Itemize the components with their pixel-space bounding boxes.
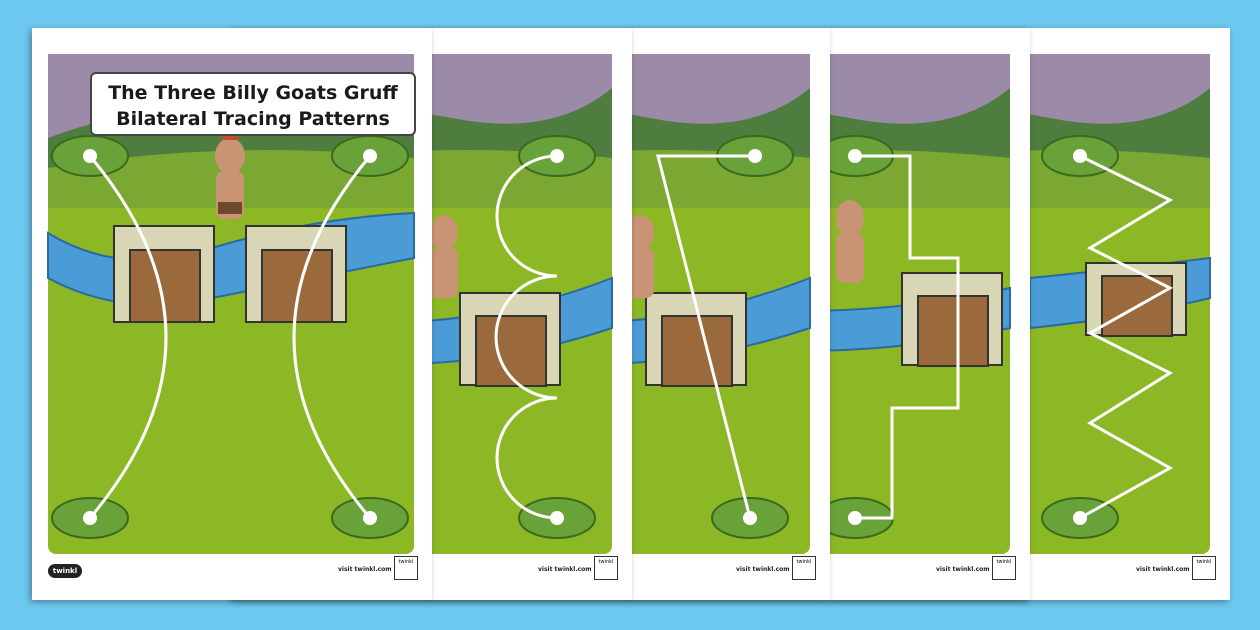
start-dot[interactable] <box>848 149 862 163</box>
footer-url[interactable]: visit twinkl.com <box>736 566 790 573</box>
badge-icon: twinkl <box>394 556 418 580</box>
end-dot[interactable] <box>743 511 757 525</box>
start-dot[interactable] <box>1073 149 1087 163</box>
footer-url[interactable]: visit twinkl.com <box>538 566 592 573</box>
trace-path-bumps[interactable] <box>494 154 558 520</box>
footer-url[interactable]: visit twinkl.com <box>338 566 392 573</box>
bridge <box>459 292 561 387</box>
badge-icon: twinkl <box>1192 556 1216 580</box>
trace-path-diagonal[interactable] <box>656 154 755 519</box>
end-dot[interactable] <box>848 511 862 525</box>
worksheet-page-1: The Three Billy Goats Gruff Bilateral Tr… <box>32 28 432 600</box>
twinkl-logo-icon: twinkl <box>48 564 82 578</box>
bridge <box>1085 262 1187 337</box>
bridge <box>901 272 1003 367</box>
start-dot[interactable] <box>748 149 762 163</box>
troll-figure <box>836 200 864 283</box>
troll-figure <box>430 215 458 298</box>
end-dot[interactable] <box>550 511 564 525</box>
footer-url[interactable]: visit twinkl.com <box>936 566 990 573</box>
start-dot[interactable] <box>83 149 97 163</box>
title-line-2: Bilateral Tracing Patterns <box>116 108 390 130</box>
end-dot[interactable] <box>83 511 97 525</box>
start-dot[interactable] <box>363 149 377 163</box>
trace-path-right-curve[interactable] <box>292 155 372 519</box>
end-dot[interactable] <box>1073 511 1087 525</box>
trace-path-left-curve[interactable] <box>88 155 168 519</box>
footer-url[interactable]: visit twinkl.com <box>1136 566 1190 573</box>
badge-icon: twinkl <box>594 556 618 580</box>
worksheet-title: The Three Billy Goats Gruff Bilateral Tr… <box>90 72 416 136</box>
badge-icon: twinkl <box>792 556 816 580</box>
troll-figure <box>215 134 245 219</box>
title-line-1: The Three Billy Goats Gruff <box>108 82 398 104</box>
troll-figure <box>626 215 654 298</box>
end-dot[interactable] <box>363 511 377 525</box>
bridge <box>645 292 747 387</box>
trace-path-zigzag[interactable] <box>1079 154 1174 520</box>
trace-path-steps[interactable] <box>855 154 960 520</box>
start-dot[interactable] <box>550 149 564 163</box>
badge-icon: twinkl <box>992 556 1016 580</box>
